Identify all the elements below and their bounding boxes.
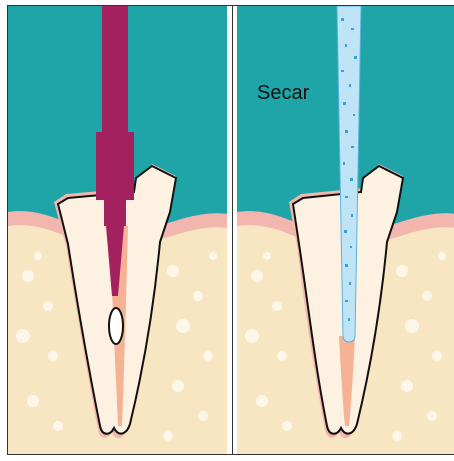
step-label: Secar bbox=[257, 82, 309, 105]
right-panel: Secar bbox=[237, 6, 454, 454]
left-panel bbox=[8, 6, 227, 454]
left-illustration bbox=[8, 6, 227, 454]
panel-divider bbox=[232, 6, 233, 454]
pulp-opening bbox=[109, 308, 123, 344]
right-illustration bbox=[237, 6, 454, 454]
